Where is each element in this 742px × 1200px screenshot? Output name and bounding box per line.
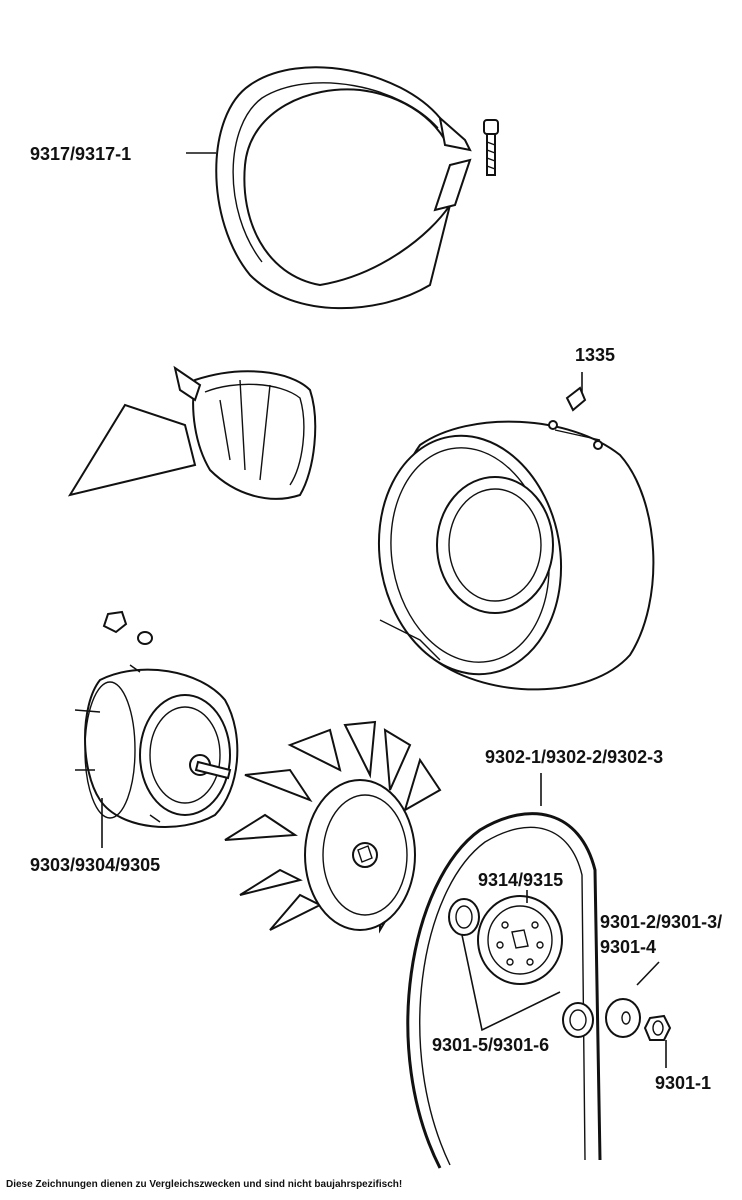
v-belt-drawing	[406, 812, 602, 1169]
nut-drawing	[643, 1014, 672, 1041]
washer-1-drawing	[448, 898, 480, 936]
washer-2-drawing	[562, 1002, 594, 1038]
footer-disclaimer: Diese Zeichnungen dienen zu Vergleichszw…	[6, 1179, 403, 1190]
leader-lines	[101, 152, 667, 1068]
label-spacer-line2: 9301-4	[600, 937, 657, 957]
label-stud: 1335	[575, 345, 616, 365]
air-guide-drawing	[67, 365, 317, 500]
label-spacer-line1: 9301-2/9301-3/	[600, 912, 723, 932]
spacer-drawing	[605, 998, 641, 1038]
fan-drawing	[224, 720, 442, 934]
pulley-drawing	[477, 895, 563, 985]
label-generator: 9303/9304/9305	[30, 855, 161, 875]
label-shroud-band: 9317/9317-1	[30, 144, 132, 164]
generator-drawing	[74, 610, 239, 828]
label-pulley: 9314/9315	[478, 870, 564, 890]
shroud-band-drawing	[215, 66, 499, 310]
label-washers: 9301-5/9301-6	[432, 1035, 550, 1055]
label-v-belt: 9302-1/9302-2/9302-3	[485, 747, 664, 767]
fan-housing-drawing	[377, 386, 655, 691]
label-nut: 9301-1	[655, 1073, 712, 1093]
